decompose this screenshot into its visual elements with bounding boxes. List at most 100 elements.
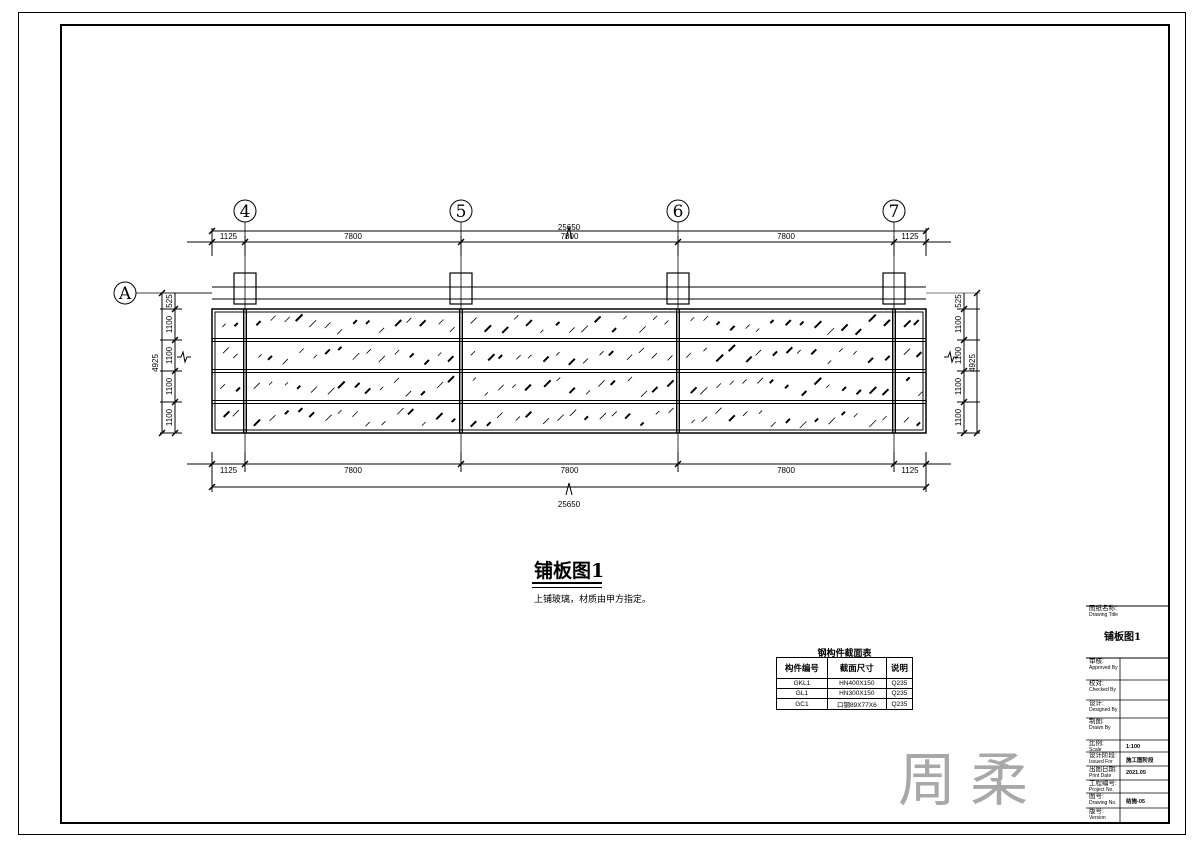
grid-axis-label: 4 xyxy=(240,202,251,222)
glass-hatch-stroke xyxy=(903,319,912,328)
steel-column xyxy=(449,272,473,305)
title-block-label: 制图:Drawn By xyxy=(1089,718,1111,731)
glass-hatch-stroke xyxy=(498,384,505,391)
glass-hatch-stroke xyxy=(269,414,276,422)
glass-hatch-stroke xyxy=(451,417,456,423)
table-row: GC1 口钢89X77X6 Q235 xyxy=(776,698,914,710)
left-segment-dimension: 1100 xyxy=(165,377,174,395)
table-cell: GC1 xyxy=(776,698,828,710)
glass-hatch-stroke xyxy=(609,379,616,386)
glass-hatch-stroke xyxy=(691,419,696,424)
glass-hatch-stroke xyxy=(758,410,763,414)
glass-hatch-stroke xyxy=(524,410,532,418)
glass-hatch-stroke xyxy=(882,415,887,421)
glass-hatch-stroke xyxy=(685,352,692,359)
glass-hatch-stroke xyxy=(905,376,911,382)
glass-hatch-stroke xyxy=(515,416,521,421)
grid-axis-bubble xyxy=(233,199,257,223)
glass-hatch-stroke xyxy=(903,417,910,423)
glass-hatch-stroke xyxy=(379,386,384,391)
glass-hatch-stroke xyxy=(854,328,862,336)
dimension-tick xyxy=(960,367,968,375)
glass-hatch-stroke xyxy=(703,315,709,321)
grid-axis-bubble xyxy=(113,281,137,305)
left-segment-dimension: 1100 xyxy=(165,346,174,364)
title-block-value: 结施-05 xyxy=(1126,799,1145,805)
glass-hatch-stroke xyxy=(668,407,674,414)
dimension-tick xyxy=(890,460,898,468)
glass-hatch-stroke xyxy=(784,319,792,326)
glass-hatch-stroke xyxy=(470,350,476,356)
title-block-label: 校对:Checked By xyxy=(1089,680,1116,693)
glass-hatch-stroke xyxy=(447,355,455,363)
glass-hatch-stroke xyxy=(268,381,273,386)
segment-dimension-bottom: 7800 xyxy=(777,466,795,475)
glass-hatch-stroke xyxy=(755,349,762,356)
right-segment-dimension: 1100 xyxy=(954,377,963,395)
drawing-note: 上铺玻璃，材质由甲方指定。 xyxy=(534,595,652,605)
glass-hatch-stroke xyxy=(715,353,724,363)
glass-hatch-stroke xyxy=(841,386,847,392)
glass-hatch-stroke xyxy=(568,327,575,334)
outer-frame xyxy=(18,12,1186,835)
glass-hatch-stroke xyxy=(569,409,577,417)
glass-hatch-stroke xyxy=(270,315,276,321)
glass-hatch-stroke xyxy=(770,421,776,428)
table-cell: Q235 xyxy=(885,688,914,699)
glass-hatch-stroke xyxy=(745,355,753,363)
title-block-label: 设计阶段:Issued For xyxy=(1089,752,1117,765)
glass-hatch-stroke xyxy=(769,379,774,384)
segment-dimension-top: 1125 xyxy=(220,232,238,241)
glass-hatch-stroke xyxy=(664,320,669,325)
watermark: 周柔 xyxy=(898,746,1043,814)
glass-hatch-stroke xyxy=(393,377,400,384)
glass-hatch-stroke xyxy=(626,354,633,361)
glass-hatch-stroke xyxy=(769,319,775,324)
dimension-tick xyxy=(922,238,930,246)
glass-hatch-stroke xyxy=(513,314,519,320)
glass-hatch-stroke xyxy=(310,386,318,393)
glass-hatch-stroke xyxy=(394,319,402,327)
glass-hatch-stroke xyxy=(716,383,722,389)
overall-dimension-bottom: 25650 xyxy=(558,500,581,509)
glass-hatch-stroke xyxy=(295,313,304,322)
table-row: GL1 HN300X150 Q235 xyxy=(776,688,914,699)
segment-dimension-top: 1125 xyxy=(901,232,919,241)
dimension-tick xyxy=(674,460,682,468)
glass-hatch-stroke xyxy=(449,326,455,333)
glass-hatch-stroke xyxy=(785,346,793,354)
break-symbol xyxy=(944,350,958,364)
glass-hatch-stroke xyxy=(918,391,923,397)
glass-hatch-stroke xyxy=(542,355,550,363)
glass-hatch-stroke xyxy=(419,319,427,327)
glass-hatch-stroke xyxy=(381,420,386,426)
glass-hatch-stroke xyxy=(337,380,346,389)
inner-frame xyxy=(60,24,1170,824)
glass-hatch-stroke xyxy=(868,313,877,323)
glass-hatch-stroke xyxy=(651,386,659,393)
grid-axis-label: 5 xyxy=(456,202,467,222)
glass-hatch-stroke xyxy=(729,325,736,331)
glass-hatch-stroke xyxy=(639,421,645,427)
glass-hatch-stroke xyxy=(915,421,921,427)
glass-hatch-stroke xyxy=(755,328,760,333)
break-symbol xyxy=(177,350,191,364)
header-cell: 构件编号 xyxy=(776,657,828,679)
glass-hatch-stroke xyxy=(827,327,835,336)
glass-hatch-stroke xyxy=(611,411,618,417)
table-row: GKL1 HN400X150 Q235 xyxy=(776,678,914,689)
glass-hatch-stroke xyxy=(825,384,830,389)
glass-hatch-stroke xyxy=(799,320,805,326)
segment-dimension-bottom: 1125 xyxy=(220,466,238,475)
glass-hatch-stroke xyxy=(772,350,778,357)
glass-hatch-stroke xyxy=(233,322,239,327)
drawing-lines xyxy=(136,222,1168,822)
glass-hatch-stroke xyxy=(364,387,372,395)
glass-hatch-stroke xyxy=(486,421,492,427)
glass-hatch-stroke xyxy=(729,380,735,386)
left-overall-dimension: 4925 xyxy=(151,354,160,372)
glass-hatch-stroke xyxy=(828,417,836,425)
dimension-tick xyxy=(208,460,216,468)
glass-hatch-stroke xyxy=(405,390,412,397)
glass-hatch-stroke xyxy=(543,379,552,388)
